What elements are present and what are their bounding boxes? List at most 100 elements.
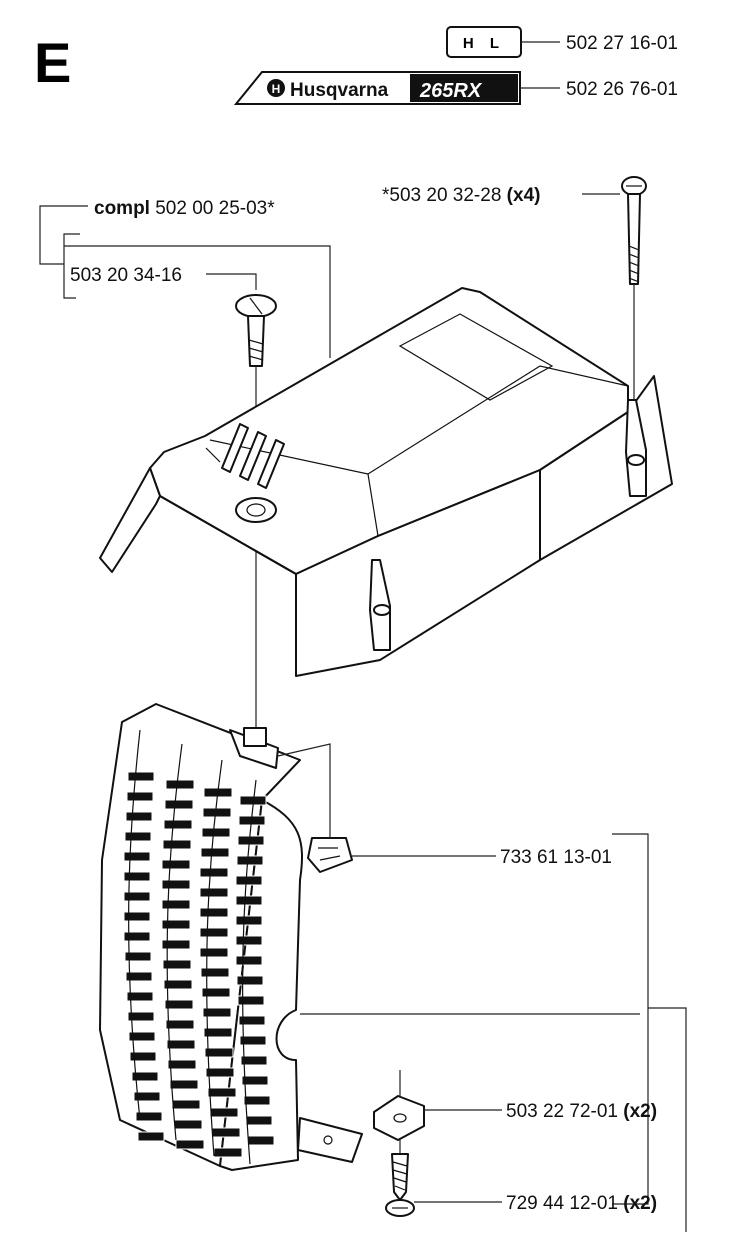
grille-slat	[123, 911, 151, 922]
grille-slat	[199, 927, 229, 938]
grille-slat	[202, 1007, 232, 1018]
grille-slat	[211, 1127, 241, 1138]
leader-screw-cover	[206, 273, 257, 290]
grille-slat	[235, 915, 263, 926]
grille-slat	[213, 1147, 243, 1158]
grille-slat	[199, 907, 229, 918]
leader-cover	[64, 245, 331, 358]
grille-slat	[126, 791, 154, 802]
grille-slat	[133, 1091, 161, 1102]
grille-slat	[123, 871, 151, 882]
grille-slat	[203, 1027, 233, 1038]
grille-slat	[237, 835, 265, 846]
grille-slat	[163, 819, 193, 830]
grille-slat	[204, 1047, 234, 1058]
grille-slat	[205, 1067, 235, 1078]
grille-slat	[162, 839, 192, 850]
grille-slat	[164, 799, 194, 810]
grille-slat	[199, 867, 229, 878]
grille-slat	[200, 847, 230, 858]
label-screw-cover: 503 20 34-16	[70, 265, 182, 286]
leader-grille-group	[648, 1007, 687, 1232]
grille-slat	[175, 1139, 205, 1150]
grille-slat	[245, 1115, 273, 1126]
clip-icon	[307, 837, 353, 873]
grille-slat	[127, 1011, 155, 1022]
label-cover-compl: compl 502 00 25-03*	[94, 198, 275, 219]
grille-slat	[131, 1071, 159, 1082]
grille-slat	[199, 887, 229, 898]
grille-slat	[165, 779, 195, 790]
grille-slat	[161, 899, 191, 910]
label-decal-part: 502 26 76-01	[566, 79, 678, 100]
bottom-screw-icon	[385, 1153, 415, 1217]
grille-slat	[207, 1087, 237, 1098]
grille-slat	[165, 1019, 195, 1030]
grille-slat	[162, 959, 192, 970]
logo-model: 265RX	[419, 80, 483, 102]
grille-slat	[161, 859, 191, 870]
grille-slat	[236, 855, 264, 866]
grille-slat	[126, 991, 154, 1002]
grille-slat	[137, 1131, 165, 1142]
grille-slat	[167, 1059, 197, 1070]
grille-slat	[236, 975, 264, 986]
grille-slat	[247, 1135, 275, 1146]
grille-slat	[201, 827, 231, 838]
grille-slat	[241, 1075, 269, 1086]
label-clip-part: 733 61 13-01	[500, 847, 612, 868]
grille-slat	[235, 875, 263, 886]
air-filter-grille	[99, 703, 363, 1171]
logo-brand: Husqvarna	[290, 80, 389, 101]
grille-slat	[202, 807, 232, 818]
grille-slat	[123, 931, 151, 942]
grille-slat	[124, 951, 152, 962]
husqvarna-decal: H Husqvarna 265RX	[233, 71, 521, 105]
grille-slat	[125, 811, 153, 822]
grille-slat	[127, 771, 155, 782]
grille-slat	[164, 999, 194, 1010]
grille-slat	[235, 935, 263, 946]
hl-badge: H L	[446, 26, 522, 58]
cover-screw-icon	[235, 294, 277, 367]
grille-slat	[128, 1031, 156, 1042]
cylinder-cover	[99, 287, 673, 677]
grille-slat	[166, 1039, 196, 1050]
grille-slat	[125, 971, 153, 982]
grille-slat	[161, 879, 191, 890]
grille-slat	[239, 1035, 267, 1046]
label-hl-part: 502 27 16-01	[566, 33, 678, 54]
label-screw-bottom: 729 44 12-01 (x2)	[506, 1193, 657, 1214]
long-screw-icon	[621, 176, 647, 285]
grille-slat	[161, 919, 191, 930]
label-screw-top: *503 20 32-28 (x4)	[382, 185, 540, 206]
grille-slat	[238, 1015, 266, 1026]
grille-slat	[163, 979, 193, 990]
grille-slat	[235, 955, 263, 966]
grille-slat	[124, 831, 152, 842]
bracket-grille	[612, 833, 649, 1205]
grille-slat	[200, 967, 230, 978]
grille-slat	[243, 1095, 271, 1106]
grille-slat	[199, 947, 229, 958]
hl-badge-text: H L	[463, 35, 505, 52]
section-letter: E	[34, 31, 71, 94]
leader-clip-top	[277, 743, 331, 838]
grille-slat	[209, 1107, 239, 1118]
speed-nut-icon	[373, 1070, 425, 1154]
husqvarna-crown-icon: H	[267, 79, 285, 97]
grille-slat	[237, 995, 265, 1006]
svg-text:H: H	[272, 82, 281, 96]
grille-slat	[123, 851, 151, 862]
grille-slat	[129, 1051, 157, 1062]
grille-slat	[201, 987, 231, 998]
grille-slat	[171, 1099, 201, 1110]
grille-slat	[135, 1111, 163, 1122]
grille-slat	[240, 1055, 268, 1066]
grille-slat	[235, 895, 263, 906]
label-nut: 503 22 72-01 (x2)	[506, 1101, 657, 1122]
grille-slat	[161, 939, 191, 950]
bracket-inner	[63, 233, 80, 299]
grille-slat	[169, 1079, 199, 1090]
